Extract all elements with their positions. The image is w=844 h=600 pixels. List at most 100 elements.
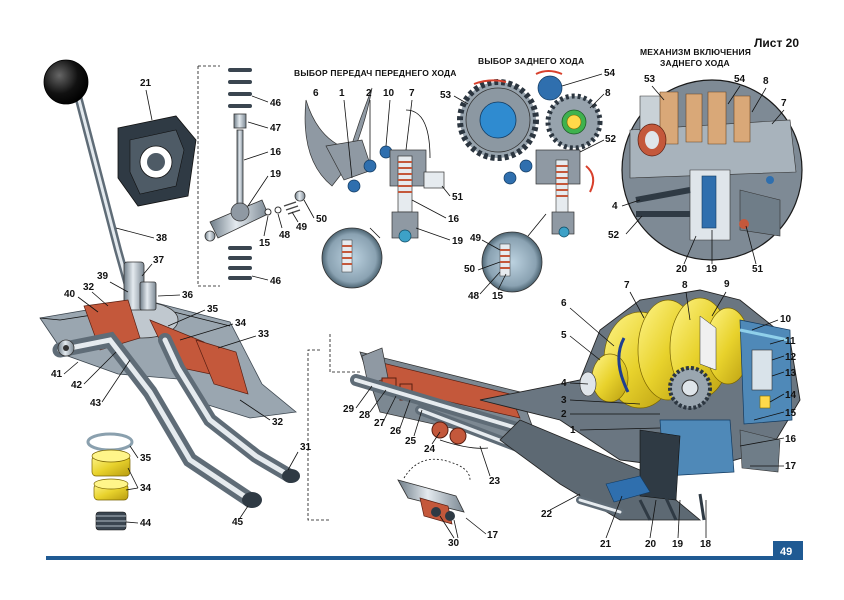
callout-shaft-47: 47 xyxy=(270,123,282,134)
callouts-stack: 35 34 44 xyxy=(125,445,152,529)
callout-shaft-15: 15 xyxy=(259,238,271,249)
callout-mech-53: 53 xyxy=(644,74,656,85)
callout-stack-35: 35 xyxy=(140,453,152,464)
callout-sel-22: 22 xyxy=(541,509,553,520)
callout-shaft-16: 16 xyxy=(270,147,282,158)
callout-gb-5: 5 xyxy=(561,330,567,341)
callout-forward-7: 7 xyxy=(409,88,415,99)
callout-gb-18: 18 xyxy=(700,539,712,550)
callout-mech-7: 7 xyxy=(781,98,787,109)
callout-gb-3: 3 xyxy=(561,395,567,406)
callout-shaft-48: 48 xyxy=(279,230,291,241)
callout-mech-51: 51 xyxy=(752,264,764,275)
bushing-spring-stack xyxy=(86,432,134,531)
callout-mech-8: 8 xyxy=(763,76,769,87)
callout-forward-19: 19 xyxy=(452,236,464,247)
callout-shaft-49: 49 xyxy=(296,222,308,233)
callout-gb-7: 7 xyxy=(624,280,630,291)
callout-shaft-46: 46 xyxy=(270,98,282,109)
callout-shaft-46b: 46 xyxy=(270,276,282,287)
callout-gb-21: 21 xyxy=(600,539,612,550)
callouts-reverse: 53 54 8 52 xyxy=(440,68,617,153)
callout-sel-17: 17 xyxy=(487,530,499,541)
callout-lever-33: 33 xyxy=(258,329,270,340)
heading-reverse-gear-selection: ВЫБОР ЗАДНЕГО ХОДА xyxy=(478,56,584,66)
callout-gb-10: 10 xyxy=(780,314,792,325)
page-number: 49 xyxy=(780,546,792,558)
callout-sel-25: 25 xyxy=(405,436,417,447)
callout-inset-49: 49 xyxy=(470,233,482,244)
gear-knob xyxy=(43,59,89,105)
callout-gb-6: 6 xyxy=(561,298,567,309)
callout-sel-27: 27 xyxy=(374,418,386,429)
callout-sel-29: 29 xyxy=(343,404,355,415)
heading-reverse-mechanism-line2: ЗАДНЕГО ХОДА xyxy=(660,58,730,68)
callout-reverse-8: 8 xyxy=(605,88,611,99)
callouts-selector: 29 28 27 26 25 24 23 22 30 17 xyxy=(343,385,581,549)
callout-sel-23: 23 xyxy=(489,476,501,487)
gearbox-assembly xyxy=(479,289,801,521)
callout-gb-8: 8 xyxy=(682,280,688,291)
selector-rod-mechanism xyxy=(307,334,625,525)
callout-lever-36: 36 xyxy=(182,290,194,301)
callout-lever-21: 21 xyxy=(140,78,152,89)
callouts-gearbox-bottom: 21 20 19 18 xyxy=(600,495,712,550)
callout-sel-24: 24 xyxy=(424,444,436,455)
callout-forward-6: 6 xyxy=(313,88,319,99)
callout-lever-35: 35 xyxy=(207,304,219,315)
callout-lever-45: 45 xyxy=(232,517,244,528)
callout-gb-13: 13 xyxy=(785,368,797,379)
callout-reverse-54: 54 xyxy=(604,68,616,79)
callout-mech-20: 20 xyxy=(676,264,688,275)
callout-sel-26: 26 xyxy=(390,426,402,437)
callout-lever-40: 40 xyxy=(64,289,76,300)
callout-lever-43: 43 xyxy=(90,398,102,409)
callout-lever-31: 31 xyxy=(300,442,312,453)
callout-forward-51: 51 xyxy=(452,192,464,203)
callout-sel-28: 28 xyxy=(359,410,371,421)
callout-lever-32b: 32 xyxy=(272,417,284,428)
callout-gb-14: 14 xyxy=(785,390,797,401)
callout-lever-42: 42 xyxy=(71,380,83,391)
page-number-box xyxy=(773,541,803,560)
callout-mech-54: 54 xyxy=(734,74,746,85)
callout-inset-48: 48 xyxy=(468,291,480,302)
callout-inset-50: 50 xyxy=(464,264,476,275)
callout-inset-15: 15 xyxy=(492,291,504,302)
callout-lever-39: 39 xyxy=(97,271,109,282)
callout-reverse-52: 52 xyxy=(605,134,617,145)
callouts-gearbox-right: 10 11 12 13 14 15 16 17 xyxy=(739,314,797,472)
callout-gb-12: 12 xyxy=(785,352,797,363)
callout-gb-1: 1 xyxy=(570,425,576,436)
callout-forward-2: 2 xyxy=(366,88,372,99)
callout-shaft-19: 19 xyxy=(270,169,282,180)
callout-gb-15: 15 xyxy=(785,408,797,419)
callout-stack-44: 44 xyxy=(140,518,152,529)
callouts-forward-inset: 49 50 48 15 xyxy=(464,233,507,302)
footer-rule xyxy=(46,556,773,560)
sheet-label: Лист 20 xyxy=(754,36,799,50)
reverse-mechanism-circle xyxy=(621,79,803,261)
callout-forward-10: 10 xyxy=(383,88,395,99)
callout-gb-17: 17 xyxy=(785,461,797,472)
callout-gb-11: 11 xyxy=(785,336,796,347)
callout-forward-1: 1 xyxy=(339,88,345,99)
callout-mech-52: 52 xyxy=(608,230,620,241)
callout-lever-32: 32 xyxy=(83,282,95,293)
heading-forward-gear-selection: ВЫБОР ПЕРЕДАЧ ПЕРЕДНЕГО ХОДА xyxy=(294,68,457,78)
callouts-forward: 6 1 2 10 7 51 16 19 xyxy=(313,88,464,247)
selector-shaft-exploded xyxy=(197,65,306,287)
callout-gb-9: 9 xyxy=(724,279,730,290)
callout-shaft-50: 50 xyxy=(316,214,328,225)
heading-reverse-mechanism-line1: МЕХАНИЗМ ВКЛЮЧЕНИЯ xyxy=(640,47,751,57)
gear-lever-assembly xyxy=(39,59,300,508)
callouts-mechanism: 53 54 8 7 4 52 20 19 51 xyxy=(608,74,787,275)
callout-sel-30: 30 xyxy=(448,538,460,549)
lever-bracket xyxy=(117,115,197,207)
callout-stack-34: 34 xyxy=(140,483,152,494)
callout-lever-38: 38 xyxy=(156,233,168,244)
callout-gb-4: 4 xyxy=(561,378,567,389)
callout-mech-4: 4 xyxy=(612,201,618,212)
forward-selection-detail xyxy=(304,87,445,289)
